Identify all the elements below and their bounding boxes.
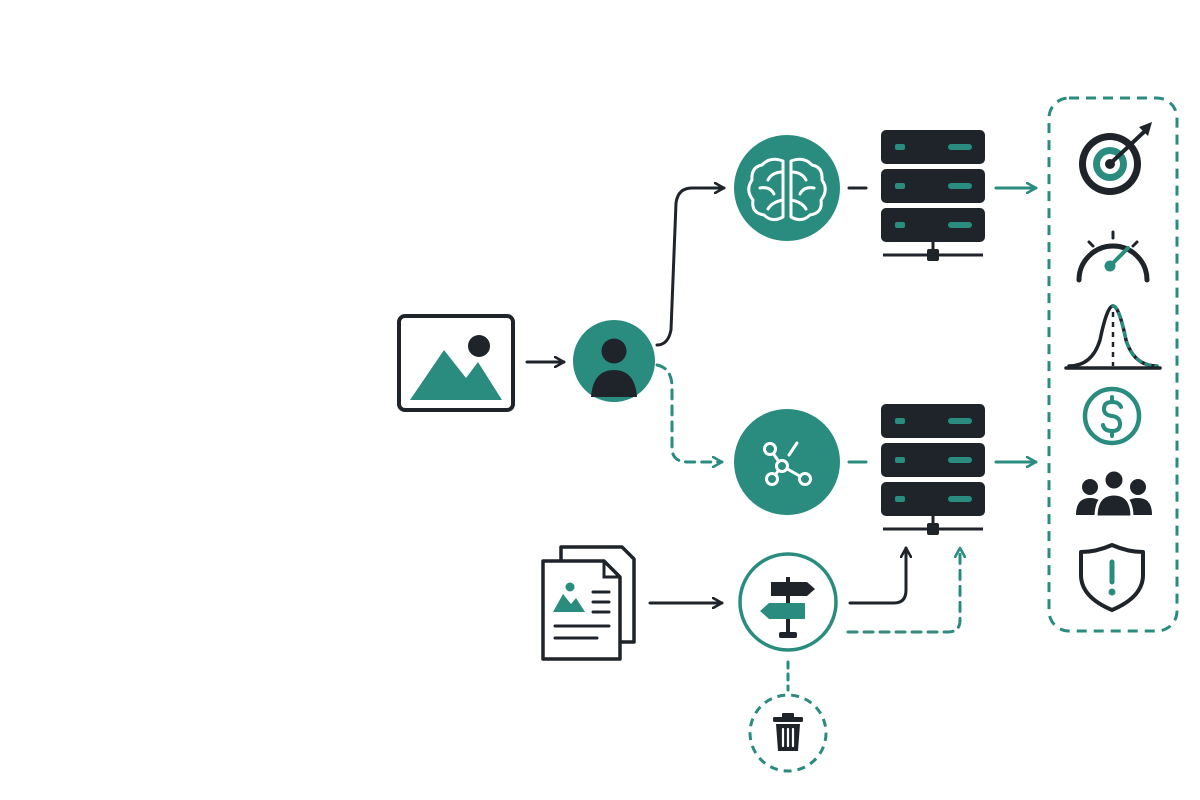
trash-icon — [748, 693, 828, 773]
documents-icon — [541, 545, 636, 661]
bell-curve-icon — [1064, 304, 1162, 370]
edge-router-to-server-dashed — [846, 546, 960, 634]
outcomes-panel — [1047, 96, 1179, 633]
user-icon — [573, 320, 655, 402]
graph-nodes-icon — [734, 409, 840, 515]
signpost-icon — [738, 552, 838, 652]
edge-router-to-server-solid — [848, 546, 906, 605]
shield-alert-icon — [1079, 543, 1145, 612]
edge-user-to-brain — [655, 188, 726, 347]
server-icon — [881, 130, 985, 261]
people-icon — [1076, 468, 1152, 519]
image-icon — [397, 314, 515, 412]
connectors — [525, 188, 1038, 692]
target-icon — [1079, 122, 1152, 195]
edge-user-to-graph — [655, 363, 724, 462]
gauge-icon — [1076, 230, 1150, 283]
dollar-icon — [1082, 386, 1142, 446]
server-icon — [881, 404, 985, 535]
brain-icon — [734, 135, 840, 241]
